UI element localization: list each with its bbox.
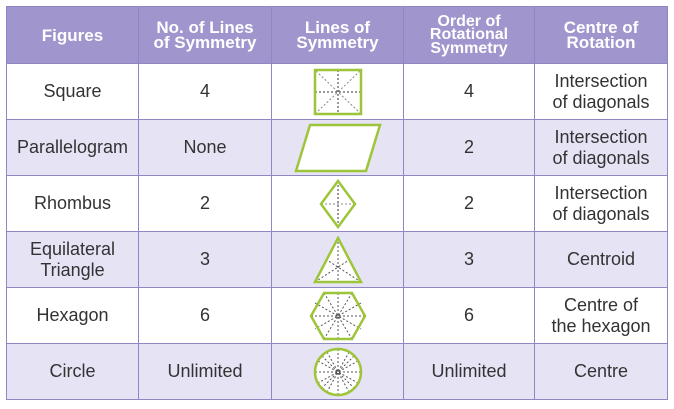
centre-of-rotation: Centroid (534, 231, 668, 288)
lines-count: 6 (138, 287, 272, 344)
triangle-symmetry-icon (312, 235, 363, 283)
rotational-order: 3 (403, 231, 535, 288)
rotational-order: 2 (403, 119, 535, 176)
parallelogram-icon (293, 123, 382, 172)
rotational-order: 4 (403, 63, 535, 120)
rotational-order: Unlimited (403, 343, 535, 400)
figure-name: Parallelogram (6, 119, 139, 176)
rotational-order: 6 (403, 287, 535, 344)
lines-count: 4 (138, 63, 272, 120)
circle-symmetry-icon (313, 347, 362, 396)
rhombus-symmetry-icon (318, 178, 357, 229)
lines-count: 3 (138, 231, 272, 288)
header-figures: Figures (6, 6, 139, 64)
lines-count: 2 (138, 175, 272, 232)
table-row: Circle Unlimited Unlimited Centre (6, 343, 668, 400)
rotational-order: 2 (403, 175, 535, 232)
centre-of-rotation: Centre (534, 343, 668, 400)
figure-name: Circle (6, 343, 139, 400)
square-symmetry-icon (313, 68, 362, 115)
hexagon-symmetry-icon (309, 291, 366, 340)
figure-name: Rhombus (6, 175, 139, 232)
figure-name: Hexagon (6, 287, 139, 344)
figure-name: Square (6, 63, 139, 120)
lines-count: None (138, 119, 272, 176)
lines-count: Unlimited (138, 343, 272, 400)
